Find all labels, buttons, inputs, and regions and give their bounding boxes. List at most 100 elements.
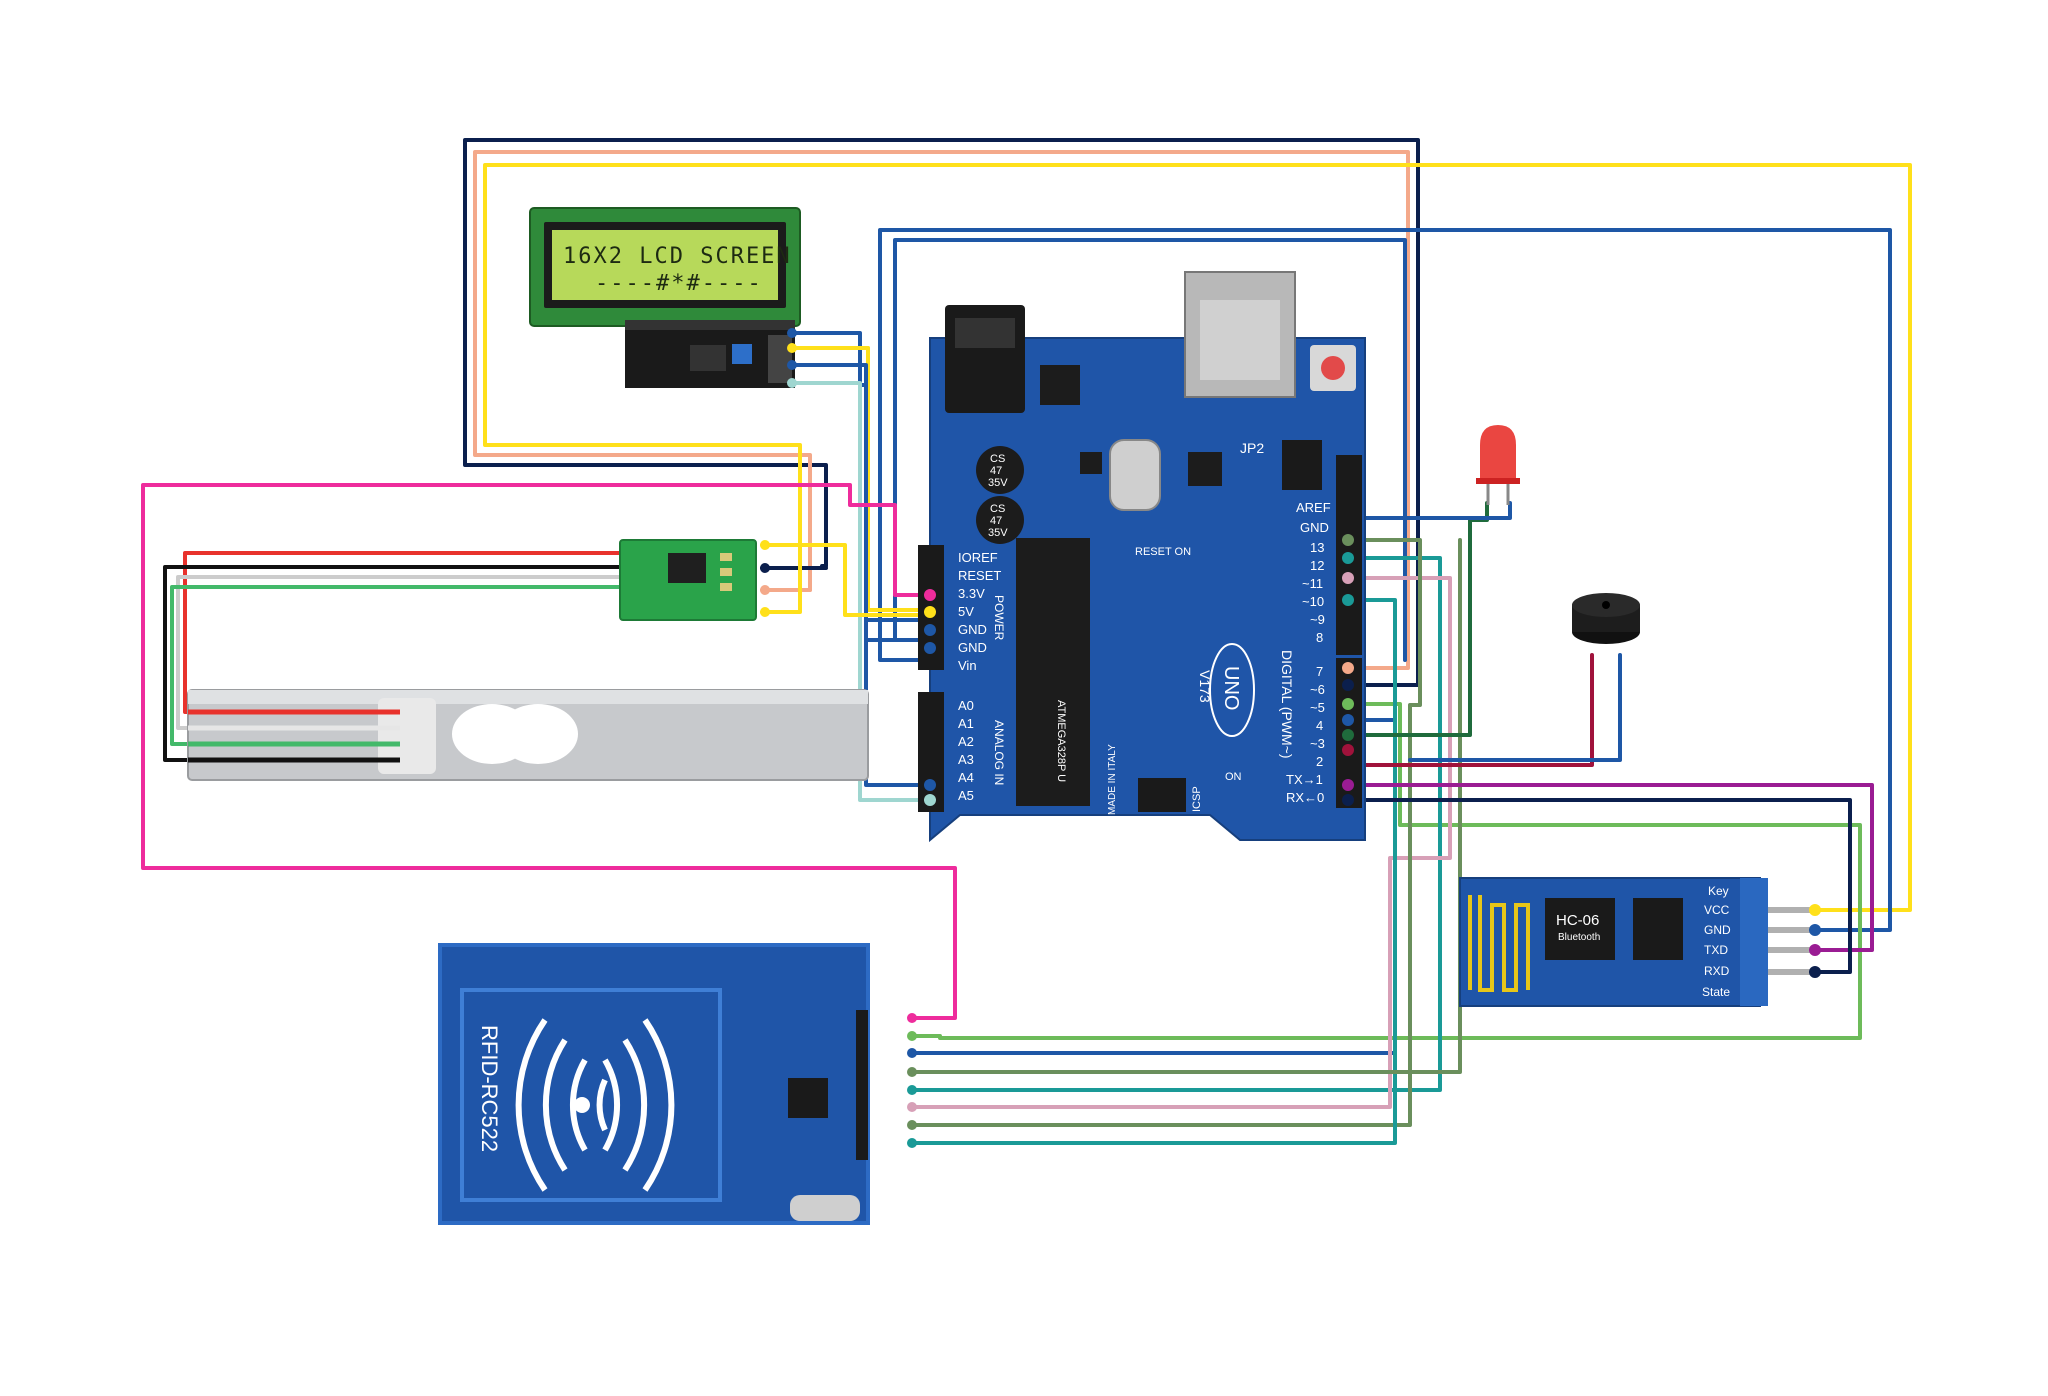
power-section-label: POWER bbox=[992, 595, 1006, 641]
digital-pin-3: ~3 bbox=[1310, 736, 1325, 751]
power-pin-vin: Vin bbox=[958, 658, 977, 673]
bt-chip-2 bbox=[1633, 898, 1683, 960]
rfid-crystal bbox=[790, 1195, 860, 1221]
rfid-chip bbox=[788, 1078, 828, 1118]
bt-pin-txd: TXD bbox=[1704, 943, 1728, 957]
wire-hx-yellow2 bbox=[760, 543, 802, 614]
digital-pin-12: 12 bbox=[1310, 558, 1324, 573]
made-in-label: MADE IN ITALY bbox=[1107, 744, 1118, 815]
digital-pin-1: TX→1 bbox=[1286, 772, 1323, 787]
jp2-label: JP2 bbox=[1240, 440, 1264, 456]
i2c-potentiometer bbox=[732, 344, 752, 364]
digital-pin-7: 7 bbox=[1316, 664, 1323, 679]
crystal bbox=[1109, 439, 1161, 511]
buzzer bbox=[1572, 593, 1640, 644]
digital-pin-gnd: GND bbox=[1300, 520, 1329, 535]
capacitor-2 bbox=[976, 496, 1024, 544]
analog-pin-a2: A2 bbox=[958, 734, 974, 749]
wire-buzzer-blue bbox=[1408, 653, 1622, 762]
wire-lcd-vcc bbox=[793, 331, 932, 622]
analog-header bbox=[918, 692, 944, 812]
bt-model: HC-06 bbox=[1556, 912, 1599, 929]
reset-on-label: RESET ON bbox=[1135, 546, 1191, 558]
analog-section-label: ANALOG IN bbox=[992, 720, 1006, 785]
uno-logo: UNO bbox=[1209, 643, 1255, 737]
i2c-chip bbox=[690, 345, 726, 371]
analog-pin-a3: A3 bbox=[958, 752, 974, 767]
hx711-chip bbox=[668, 553, 706, 583]
digital-section-label: DIGITAL (PWM~) bbox=[1279, 650, 1295, 759]
digital-pin-0: RX←0 bbox=[1286, 790, 1324, 805]
wire-rfid-gray bbox=[908, 538, 1462, 1074]
analog-pin-a0: A0 bbox=[958, 698, 974, 713]
power-pin-5v: 5V bbox=[958, 604, 974, 619]
wire-lcd-sda bbox=[793, 363, 932, 642]
arduino-uno: CS 47 35V CS 47 35V JP2 ATMEGA328P U ICS… bbox=[918, 271, 1366, 843]
lcd-module: 16X2 LCD SCREEN ----#*#---- bbox=[529, 207, 801, 388]
hx711-module bbox=[619, 539, 770, 621]
icsp-label: ICSP bbox=[1191, 786, 1203, 812]
uno-version: V173 bbox=[1197, 670, 1213, 703]
bt-pin-state: State bbox=[1702, 985, 1730, 999]
digital-pin-10: ~10 bbox=[1302, 594, 1324, 609]
bt-chip bbox=[1545, 898, 1615, 960]
rfid-pin-dots bbox=[907, 1013, 917, 1148]
arduino-pin-dots bbox=[787, 328, 1821, 978]
digital-pin-labels: AREF GND 13 12 ~11 ~10 ~9 8 7 ~6 ~5 4 ~3… bbox=[1286, 500, 1331, 805]
analog-pin-a1: A1 bbox=[958, 716, 974, 731]
wire-rfid-green2 bbox=[908, 538, 1422, 1127]
digital-pin-2: 2 bbox=[1316, 754, 1323, 769]
load-cell bbox=[187, 689, 869, 781]
digital-pin-4: 4 bbox=[1316, 718, 1323, 733]
lcd-line-2: ----#*#---- bbox=[595, 271, 763, 296]
lcd-line-1: 16X2 LCD SCREEN bbox=[563, 244, 792, 269]
digital-pin-8: 8 bbox=[1316, 630, 1323, 645]
cap-2-line-1: CS bbox=[990, 503, 1005, 515]
red-led bbox=[1476, 425, 1520, 505]
wire-hc-txd bbox=[1346, 783, 1874, 952]
power-pin-ioref: IOREF bbox=[958, 550, 998, 565]
rfid-header bbox=[856, 1010, 868, 1160]
wire-yellow-long bbox=[483, 163, 1912, 912]
digital-pin-9: ~9 bbox=[1310, 612, 1325, 627]
wire-rfid-pink bbox=[908, 576, 1452, 1109]
uno-text: UNO bbox=[1220, 666, 1242, 710]
lcd-pin-header bbox=[625, 320, 795, 332]
power-pin-gnd2: GND bbox=[958, 640, 987, 655]
atmega-chip bbox=[1016, 538, 1090, 806]
jp2-header bbox=[1282, 440, 1322, 490]
digital-pin-aref: AREF bbox=[1296, 500, 1331, 515]
analog-pin-a4: A4 bbox=[958, 770, 974, 785]
wires bbox=[141, 138, 1912, 1145]
bt-subtitle: Bluetooth bbox=[1558, 932, 1600, 943]
digital-pin-13: 13 bbox=[1310, 540, 1324, 555]
digital-pin-11: ~11 bbox=[1302, 576, 1323, 591]
bt-antenna bbox=[1468, 895, 1530, 992]
cap-1-line-2: 47 bbox=[990, 465, 1002, 477]
bt-pin-vcc: VCC bbox=[1704, 903, 1730, 917]
cap-1-line-1: CS bbox=[990, 453, 1005, 465]
wire-rfid-green-long bbox=[908, 702, 1862, 1040]
wire-rfid-teal1 bbox=[908, 556, 1442, 1092]
rfid-waves bbox=[515, 1018, 675, 1192]
cap-1-line-3: 35V bbox=[988, 477, 1008, 489]
wire-hc-rxd bbox=[1346, 798, 1852, 974]
power-pin-3v3: 3.3V bbox=[958, 586, 985, 601]
wire-blue-top bbox=[878, 228, 1892, 932]
wire-hx-yellow bbox=[760, 543, 932, 617]
wire-lcd-scl bbox=[793, 381, 932, 802]
cap-2-line-3: 35V bbox=[988, 527, 1008, 539]
wire-rfid-teal2 bbox=[908, 598, 1397, 1145]
wire-led-blue bbox=[1348, 501, 1512, 520]
bt-pin-rxd: RXD bbox=[1704, 964, 1730, 978]
on-led-label: ON bbox=[1225, 771, 1242, 783]
rfid-label: RFID-RC522 bbox=[477, 1025, 502, 1152]
rfid-antenna bbox=[460, 988, 722, 1202]
hc06-module: HC-06 Bluetooth Key VCC GND TXD RXD Stat… bbox=[1459, 877, 1810, 1007]
capacitor-1 bbox=[976, 446, 1024, 494]
bt-pin-gnd: GND bbox=[1704, 923, 1731, 937]
cap-2-line-2: 47 bbox=[990, 515, 1002, 527]
power-pin-reset: RESET bbox=[958, 568, 1001, 583]
power-pin-gnd1: GND bbox=[958, 622, 987, 637]
